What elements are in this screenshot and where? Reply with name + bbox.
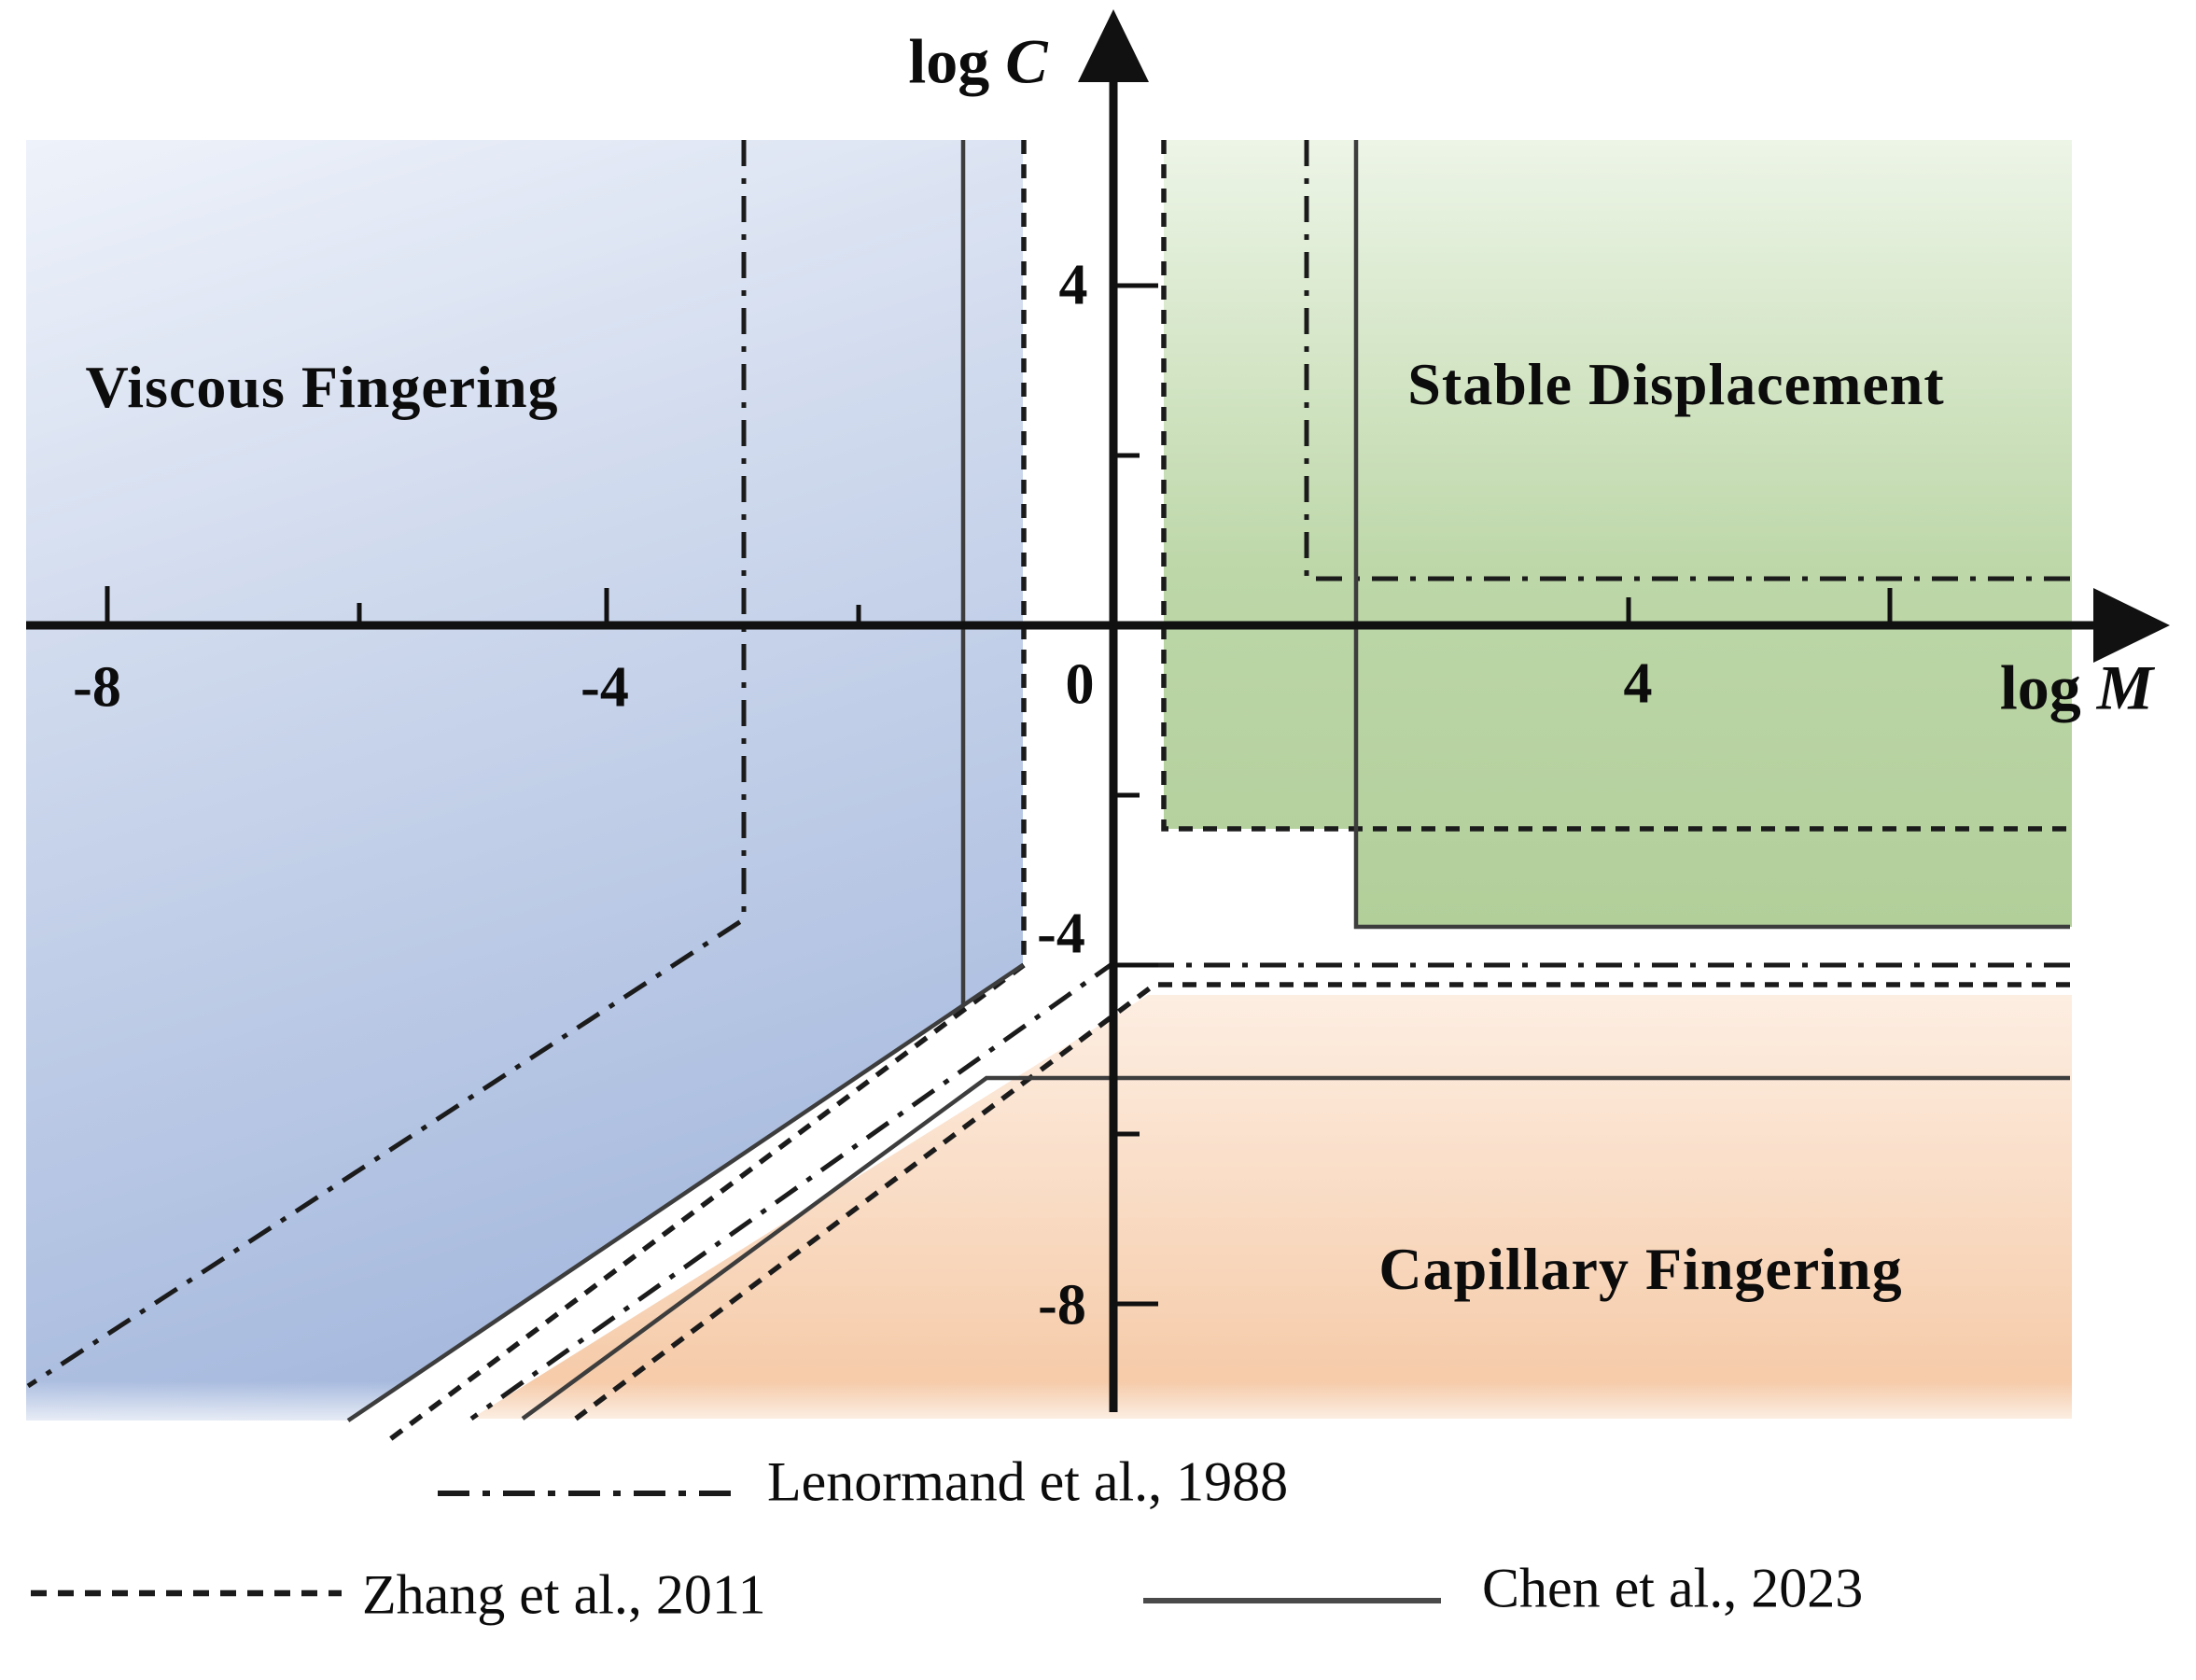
x-tick-label-plus4: 4 [1623,651,1653,716]
region-fill-stable-displacement [1164,140,2072,927]
boundary-chen-stable-line [1353,140,2070,930]
legend-label-zhang: Zhang et al., 2011 [362,1563,766,1626]
region-label-viscous-fingering: Viscous Fingering [85,354,559,420]
y-tick-label-minus4: -4 [1037,902,1085,966]
x-axis-title-variable: M [2096,651,2154,723]
y-axis-arrowhead-icon [1078,9,1149,82]
legend-label-lenormand: Lenormand et al., 1988 [767,1450,1289,1513]
bottom-fade-overlay [0,1381,2196,1435]
region-fill-capillary-fingering [471,995,2072,1419]
y-tick-label-plus4: 4 [1058,253,1088,317]
x-tick-label-zero: 0 [1065,652,1095,717]
y-axis-title-prefix: log [908,25,1006,97]
y-tick-label-minus8: -8 [1038,1273,1086,1337]
x-axis-title-prefix: log [1999,651,2097,723]
boundary-zhang-stable-line [1161,140,2070,832]
legend-label-chen: Chen et al., 2023 [1482,1557,1864,1619]
boundary-zhang-viscous-line [385,140,1027,1445]
x-tick-label-minus4: -4 [580,655,629,720]
boundary-chen-viscous-diagonal [346,963,1025,1422]
y-axis-title-variable: C [1005,25,1048,97]
region-label-stable-displacement: Stable Displacement [1407,351,1945,417]
x-axis-arrowhead-icon [2093,588,2170,663]
boundary-zhang-capillary-line [574,982,2070,1421]
y-axis-title: log C [908,25,1047,99]
x-tick-label-minus8: -8 [73,655,121,720]
region-fill-viscous-fingering [26,140,1023,1421]
x-axis-title: log M [2000,651,2153,725]
region-label-capillary-fingering: Capillary Fingering [1378,1236,1903,1302]
boundary-chen-capillary-line [521,1075,2070,1421]
boundary-lenormand-viscous-line [26,140,747,1389]
